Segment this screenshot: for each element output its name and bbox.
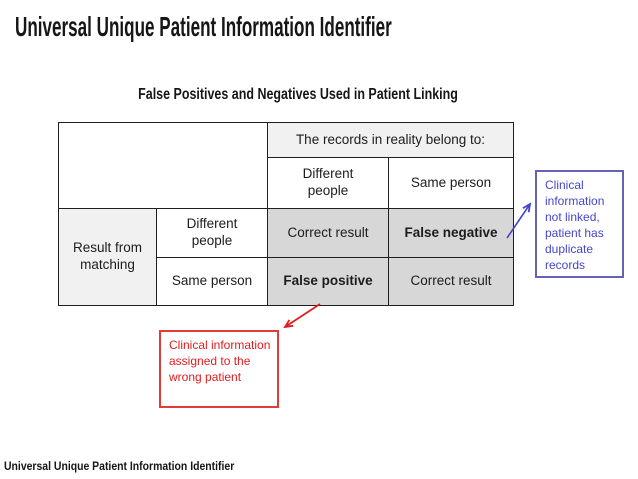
cell-correct-result-top: Correct result (267, 208, 389, 258)
matching-results-table: The records in reality belong to: Differ… (58, 122, 514, 306)
col-header-same-person: Same person (388, 157, 514, 209)
slide-subtitle: False Positives and Negatives Used in Pa… (138, 86, 458, 103)
col-header-different-people: Different people (267, 157, 389, 209)
row-header-different-people: Different people (156, 208, 268, 258)
cell-false-positive: False positive (267, 257, 389, 306)
cell-false-negative: False negative (388, 208, 514, 258)
reality-header-cell: The records in reality belong to: (267, 122, 514, 158)
slide-title: Universal Unique Patient Information Ide… (15, 11, 392, 42)
col-header-different-people-label: Different people (302, 166, 354, 198)
row-group-result-from-matching-label: Result from matching (72, 240, 143, 272)
slide-footer: Universal Unique Patient Information Ide… (4, 459, 235, 473)
cell-correct-result-bottom: Correct result (388, 257, 514, 306)
false-positive-callout-arrow (283, 303, 321, 329)
row-group-result-from-matching: Result from matching (58, 208, 157, 306)
row-header-same-person: Same person (156, 257, 268, 306)
callout-false-negative: Clinical information not linked, patient… (535, 170, 624, 278)
row-header-different-people-label: Different people (186, 216, 238, 248)
callout-false-positive: Clinical information assigned to the wro… (159, 330, 279, 408)
empty-corner-cell (58, 122, 268, 209)
